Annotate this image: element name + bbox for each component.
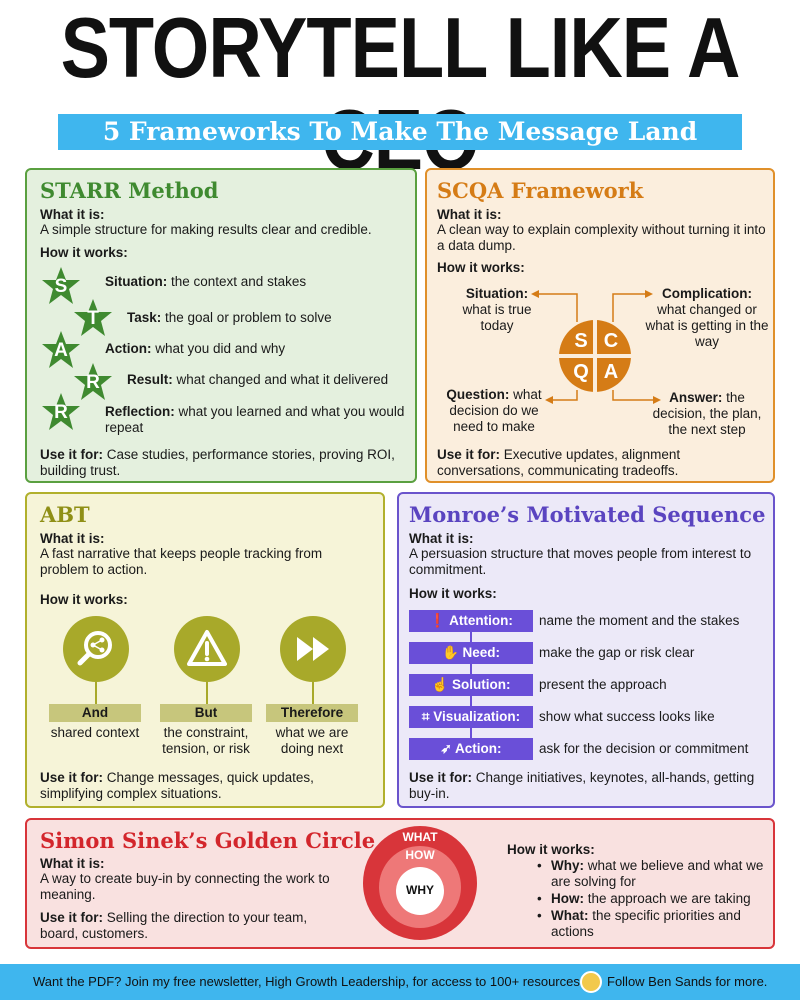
golden-title: Simon Sinek’s Golden Circle — [40, 828, 376, 853]
scqa-question: Question: what decision do we need to ma… — [446, 387, 542, 434]
running-icon: ➶ — [440, 741, 452, 756]
page-subtitle: 5 Frameworks To Make The Message Land — [58, 114, 742, 150]
abt-connector-1 — [95, 682, 97, 704]
step-need-desc: make the gap or risk clear — [539, 645, 695, 660]
abt-desc-therefore: what we are doing next — [275, 725, 349, 756]
starr-item-situation: Situation: the context and stakes — [105, 274, 307, 289]
monroe-how-label: How it works: — [409, 586, 497, 601]
scqa-title: SCQA Framework — [437, 178, 644, 203]
scqa-letter-s: S — [574, 330, 588, 352]
golden-how-label: How it works: — [507, 842, 595, 857]
abt-what-label: What it is: — [40, 531, 105, 546]
starr-item-action: Action: what you did and why — [105, 341, 286, 356]
abt-how-label: How it works: — [40, 592, 128, 607]
scqa-complication: Complication:what changed or what is get… — [645, 286, 769, 349]
ring-what: WHAT — [402, 830, 438, 844]
step-solution: ☝ Solution: — [409, 674, 533, 696]
abt-what-text: A fast narrative that keeps people track… — [40, 546, 323, 577]
avatar — [580, 971, 602, 993]
golden-use: Use it for: Selling the direction to you… — [40, 910, 308, 941]
step-attention-desc: name the moment and the stakes — [539, 613, 740, 628]
abt-desc-and: shared context — [50, 725, 140, 740]
abt-tag-and: And — [49, 704, 141, 722]
starr-item-reflection: Reflection: what you learned and what yo… — [105, 404, 405, 435]
monroe-what-label: What it is: — [409, 531, 474, 546]
step-arrow — [470, 664, 472, 674]
star-a-icon: A — [41, 330, 81, 370]
step-solution-desc: present the approach — [539, 677, 667, 692]
golden-bullets: Why: what we believe and what we are sol… — [537, 858, 777, 941]
step-attention: ❗ Attention: — [409, 610, 533, 632]
hand-icon: ✋ — [441, 645, 459, 660]
star-t-icon: T — [73, 298, 113, 338]
starr-item-task: Task: the goal or problem to solve — [127, 310, 332, 325]
starr-use: Use it for: Case studies, performance st… — [40, 447, 395, 478]
monroe-use: Use it for: Change initiatives, keynotes… — [409, 770, 755, 801]
starr-how-label: How it works: — [40, 245, 128, 260]
starr-card: STARR Method What it is: A simple struct… — [25, 168, 417, 483]
scqa-letter-a: A — [603, 361, 619, 383]
scqa-letter-q: Q — [573, 361, 589, 383]
scqa-situation: Situation:what is true today — [462, 286, 532, 333]
share-search-icon — [63, 616, 129, 682]
page-title: STORYTELL LIKE A CEO — [60, 0, 741, 185]
scqa-letter-c: C — [603, 330, 619, 352]
footer-bar: Want the PDF? Join my free newsletter, H… — [0, 964, 800, 1000]
starr-item-result: Result: what changed and what it deliver… — [127, 372, 389, 387]
abt-card: ABT What it is: A fast narrative that ke… — [25, 492, 385, 808]
step-action: ➶ Action: — [409, 738, 533, 760]
scqa-use: Use it for: Executive updates, alignment… — [437, 447, 681, 478]
starr-what-text: A simple structure for making results cl… — [40, 222, 372, 237]
focus-icon: ⌗ — [421, 709, 430, 724]
starr-what-label: What it is: — [40, 207, 105, 222]
abt-connector-3 — [312, 682, 314, 704]
ring-why: WHY — [406, 883, 434, 897]
scqa-what-text: A clean way to explain complexity withou… — [437, 222, 766, 253]
abt-connector-2 — [206, 682, 208, 704]
bullet-how: How: the approach we are taking — [537, 891, 777, 907]
step-arrow — [470, 728, 472, 738]
golden-circle-diagram — [363, 826, 477, 940]
bullet-why: Why: what we believe and what we are sol… — [537, 858, 777, 890]
monroe-title: Monroe’s Motivated Sequence — [409, 502, 766, 527]
star-r2-icon: R — [41, 392, 81, 432]
info-icon: ❗ — [429, 613, 446, 628]
abt-use: Use it for: Change messages, quick updat… — [40, 770, 314, 801]
scqa-answer: Answer: the decision, the plan, the next… — [652, 390, 762, 437]
star-s-icon: S — [41, 266, 81, 306]
step-need: ✋ Need: — [409, 642, 533, 664]
step-arrow — [470, 632, 472, 642]
step-visualization: ⌗ Visualization: — [409, 706, 533, 728]
abt-desc-but: the constraint, tension, or risk — [162, 725, 250, 756]
golden-what-text: A way to create buy-in by connecting the… — [40, 871, 330, 902]
star-r-icon: R — [73, 362, 113, 402]
step-action-desc: ask for the decision or commitment — [539, 741, 749, 756]
golden-what-label: What it is: — [40, 856, 105, 871]
scqa-diagram — [531, 290, 661, 404]
ring-how: HOW — [405, 848, 435, 862]
starr-title: STARR Method — [40, 178, 219, 203]
monroe-card: Monroe’s Motivated Sequence What it is: … — [397, 492, 775, 808]
abt-tag-therefore: Therefore — [266, 704, 358, 722]
step-arrow — [470, 696, 472, 706]
scqa-how-label: How it works: — [437, 260, 525, 275]
helping-hand-icon: ☝ — [431, 677, 449, 692]
monroe-what-text: A persuasion structure that moves people… — [409, 546, 752, 577]
golden-card: Simon Sinek’s Golden Circle What it is: … — [25, 818, 775, 949]
abt-title: ABT — [40, 502, 90, 527]
scqa-what-label: What it is: — [437, 207, 502, 222]
footer-newsletter[interactable]: Want the PDF? Join my free newsletter, H… — [33, 974, 580, 989]
step-visualization-desc: show what success looks like — [539, 709, 715, 724]
fast-forward-icon — [280, 616, 346, 682]
warning-icon — [174, 616, 240, 682]
bullet-what: What: the specific priorities and action… — [537, 908, 777, 940]
abt-tag-but: But — [160, 704, 252, 722]
footer-follow[interactable]: Follow Ben Sands for more. — [607, 974, 768, 989]
scqa-card: SCQA Framework What it is: A clean way t… — [425, 168, 775, 483]
